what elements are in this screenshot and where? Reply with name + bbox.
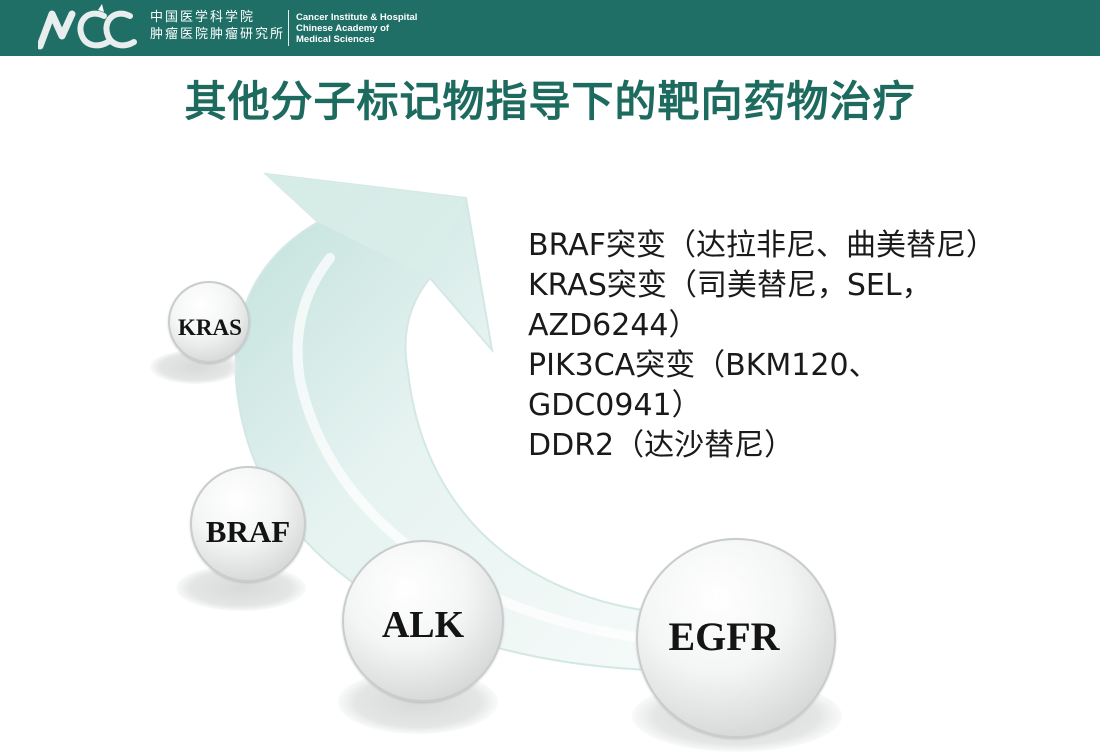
cn-name-line-2: 肿瘤医院肿瘤研究所 — [150, 27, 286, 42]
therapy-line: DDR2（达沙替尼） — [528, 428, 795, 463]
therapy-list: BRAF突变（达拉非尼、曲美替尼） KRAS突变（司美替尼，SEL， AZD62… — [528, 226, 1093, 466]
cn-name-line-1: 中国医学科学院 — [150, 10, 256, 25]
therapy-line: PIK3CA突变（BKM120、 — [528, 348, 879, 383]
egfr-bubble — [636, 538, 836, 738]
therapy-line: AZD6244） — [528, 308, 699, 343]
therapy-line: KRAS突变（司美替尼，SEL， — [528, 268, 932, 303]
braf-bubble — [190, 466, 306, 582]
header-bar: 中国医学科学院 肿瘤医院肿瘤研究所 Cancer Institute & Hos… — [0, 0, 1100, 56]
egfr-label: EGFR — [668, 614, 780, 659]
en-name-line-2: Chinese Academy of — [296, 23, 390, 34]
kras-bubble — [168, 281, 250, 363]
braf-label: BRAF — [205, 514, 291, 549]
ncc-logo-icon — [38, 4, 137, 50]
alk-label: ALK — [381, 604, 465, 646]
institute-chinese-name: 中国医学科学院 肿瘤医院肿瘤研究所 — [150, 9, 285, 43]
slide-title: 其他分子标记物指导下的靶向药物治疗 — [184, 77, 916, 126]
institute-english-name: Cancer Institute & Hospital Chinese Acad… — [296, 12, 417, 45]
kras-label: KRAS — [178, 315, 242, 340]
therapy-line: BRAF突变（达拉非尼、曲美替尼） — [528, 228, 996, 263]
en-name-line-3: Medical Sciences — [296, 34, 375, 45]
alk-bubble — [342, 540, 504, 702]
en-name-line-1: Cancer Institute & Hospital — [296, 12, 418, 23]
header-divider — [288, 10, 289, 46]
therapy-line: GDC0941） — [528, 388, 702, 423]
